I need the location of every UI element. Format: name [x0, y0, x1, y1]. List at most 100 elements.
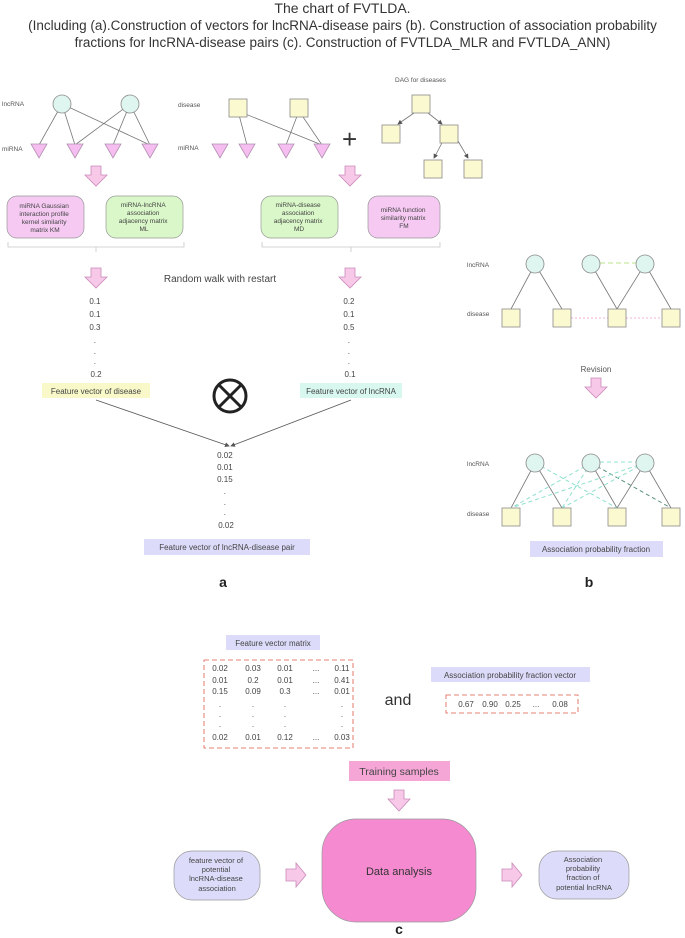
matrix-cell: . [252, 720, 254, 729]
matrix-cell: 0.03 [334, 733, 350, 742]
panel-a: lncRNA miRNA disease miRNA + DAG for dis… [2, 77, 483, 590]
mirna-triangle [141, 143, 159, 159]
matrix-cell: 0.02 [212, 664, 228, 673]
vector-value: 0.1 [344, 370, 356, 379]
matrix-cell: 0.01 [277, 664, 293, 673]
fraction-value: 0.67 [458, 700, 474, 709]
matrix-cell: . [284, 720, 286, 729]
connector-line [230, 399, 352, 447]
dag-edges [397, 112, 469, 159]
dag-square [463, 159, 483, 179]
matrix-cell: ... [313, 687, 320, 696]
matrix-cell: 0.09 [245, 687, 261, 696]
lncrna-node [581, 254, 601, 274]
disease-mirna-network [237, 110, 323, 146]
fraction-vector [445, 694, 579, 714]
vector-value: . [224, 508, 226, 517]
lncrna-node [52, 94, 72, 114]
matrix-cell: . [219, 720, 221, 729]
matrix-cell: ... [313, 733, 320, 742]
rwr-label: Random walk with restart [164, 274, 276, 285]
matrix-cell: 0.01 [212, 676, 228, 685]
md-line: association [282, 210, 315, 217]
md-line: adjacency matrix [274, 218, 324, 225]
right-brace [261, 242, 441, 252]
input-line: lncRNA-disease [189, 874, 243, 883]
matrix-cell: . [284, 700, 286, 709]
fraction-value: 0.90 [482, 700, 498, 709]
mirna-label: miRNA [2, 146, 23, 153]
vector-value: . [94, 336, 96, 345]
right-arrow [501, 861, 523, 889]
fm-line: FM [399, 223, 408, 230]
svg-text:miRNA function similar: miRNA function similarity matrix FM [381, 207, 428, 230]
down-arrow [338, 165, 362, 187]
km-line: miRNA Gaussian [19, 203, 69, 210]
disease-square [552, 507, 572, 527]
ml-matrix-box: miRNA-lncRNA association adjacency matri… [105, 195, 184, 239]
km-line: matrix KM [30, 227, 59, 234]
matrix-cell: . [252, 710, 254, 719]
page-subtitle: (Including (a).Construction of vectors f… [28, 18, 657, 50]
km-line: kernel similarity [22, 219, 68, 226]
fm-line: miRNA function [381, 207, 426, 214]
input-line: feature vector of [189, 856, 244, 865]
matrix-label: Feature vector matrix [226, 635, 320, 650]
input-line: potential [202, 865, 231, 874]
mirna-triangle [238, 143, 256, 159]
matrix-cell: 0.15 [212, 687, 228, 696]
mirna-label: miRNA [178, 145, 199, 152]
connector-line [95, 399, 230, 447]
revision-label: Revision [581, 365, 612, 374]
lncrna-label: lncRNA [467, 262, 490, 269]
mirna-triangle [211, 143, 229, 159]
lncrna-vector: 0.2 0.1 0.5 . . . 0.1 [343, 297, 356, 379]
vector-value: 0.1 [343, 310, 355, 319]
vector-value: 0.1 [89, 297, 101, 306]
dag-label: DAG for diseases [395, 77, 447, 84]
fraction-label-text: Association probability fraction [542, 545, 650, 554]
vector-value: 0.2 [343, 297, 355, 306]
matrix-cell: 0.01 [277, 676, 293, 685]
panel-b-label: b [585, 574, 594, 590]
mirna-triangle [30, 143, 48, 159]
lncrna-node [635, 453, 655, 473]
ml-line: association [127, 210, 160, 217]
plus-sign: + [342, 124, 357, 154]
fraction-vector-label: Association probability fraction vector [431, 667, 590, 682]
matrix-cell: . [341, 720, 343, 729]
lncrna-node [635, 254, 655, 274]
disease-label: disease [467, 311, 490, 318]
output-line: probability [566, 864, 600, 873]
output-line: potential lncRNA [556, 883, 612, 892]
vector-value: 0.02 [218, 521, 234, 530]
vector-value: . [348, 357, 350, 366]
svg-text:feature vector of pote: feature vector of potential lncRNA-disea… [189, 856, 245, 893]
vector-value: 0.3 [89, 323, 101, 332]
disease-square [228, 98, 248, 118]
down-arrow [387, 789, 411, 812]
disease-square [661, 507, 681, 527]
disease-square [552, 308, 572, 328]
panel-c-label: c [395, 921, 403, 937]
vector-value: . [94, 347, 96, 356]
vector-value: 0.1 [89, 310, 101, 319]
lncrna-label: lncRNA [2, 101, 25, 108]
ml-line: adjacency matrix [119, 218, 169, 225]
disease-label: disease [178, 102, 201, 109]
lncrna-label: lncRNA [467, 461, 490, 468]
output-line: Association [564, 855, 602, 864]
lncrna-feature-text: Feature vector of lncRNA [306, 387, 396, 396]
vector-value: 0.01 [217, 463, 233, 472]
disease-square [501, 308, 521, 328]
fraction-value: 0.08 [552, 700, 568, 709]
input-feature-box: feature vector of potential lncRNA-disea… [173, 850, 261, 901]
right-arrow [285, 861, 307, 889]
ml-line: ML [139, 226, 148, 233]
lncrna-node [581, 453, 601, 473]
page-title: The chart of FVTLDA. [274, 0, 411, 16]
matrix-cell: 0.03 [245, 664, 261, 673]
panel-a-label: a [219, 574, 227, 590]
matrix-cell: 0.12 [277, 733, 293, 742]
input-line: association [198, 884, 236, 893]
